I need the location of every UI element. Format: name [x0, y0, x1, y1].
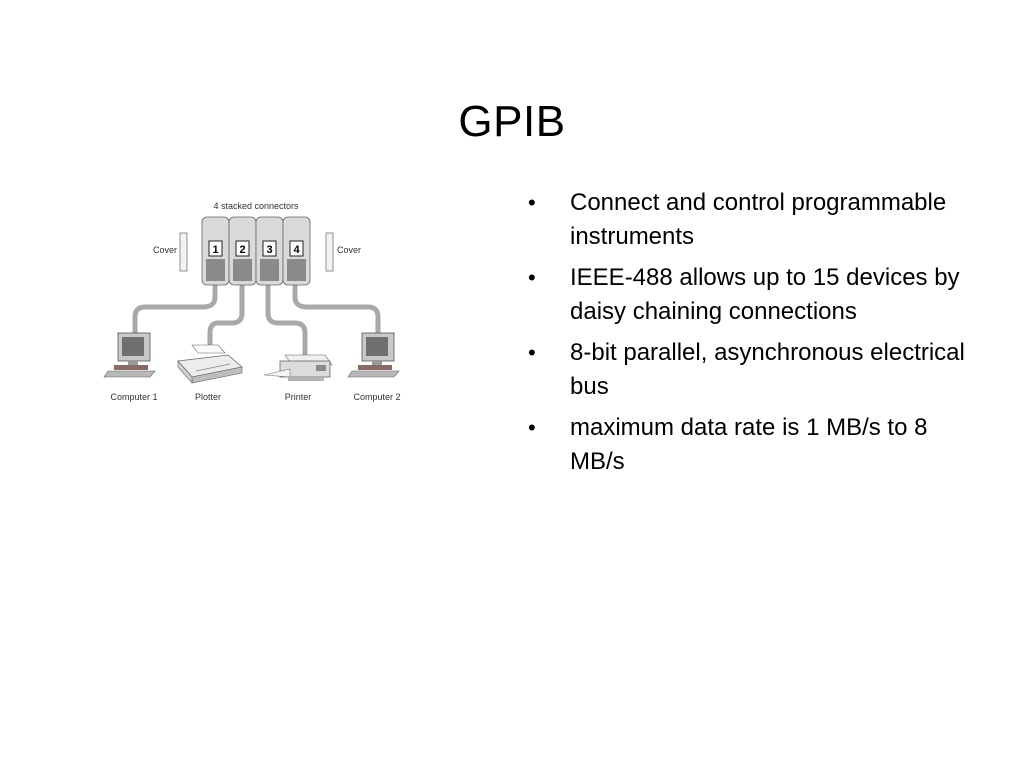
stacked-connectors-label: 4 stacked connectors	[213, 201, 299, 211]
bullet-icon: •	[528, 340, 536, 365]
bullet-item: • Connect and control programmable instru…	[528, 186, 988, 254]
device-label-plotter: Plotter	[195, 392, 221, 402]
bullet-icon: •	[528, 265, 536, 290]
device-label-computer-2: Computer 2	[353, 392, 400, 402]
slide-title: GPIB	[458, 97, 566, 147]
bullet-list: • Connect and control programmable instru…	[528, 186, 988, 486]
connector-number-1: 1	[212, 244, 218, 256]
plotter-icon	[177, 344, 243, 384]
printer-icon	[263, 354, 333, 381]
computer-1-icon	[103, 332, 156, 378]
bullet-item: • IEEE-488 allows up to 15 devices by dai…	[528, 261, 988, 329]
bullet-item: • maximum data rate is 1 MB/s to 8 MB/s	[528, 411, 988, 479]
cover-left-shape	[179, 232, 188, 272]
cable-2	[207, 280, 245, 350]
cable-4	[292, 280, 381, 338]
gpib-diagram-svg: 4 stacked connectors Cover Cover	[103, 201, 401, 402]
bullet-icon: •	[528, 190, 536, 215]
connector-number-2: 2	[239, 244, 245, 256]
cover-left-label: Cover	[153, 245, 177, 255]
bullet-icon: •	[528, 415, 536, 440]
gpib-diagram: 4 stacked connectors Cover Cover	[100, 195, 410, 410]
device-label-printer: Printer	[285, 392, 312, 402]
bullet-item: • 8-bit parallel, asynchronous electrical…	[528, 336, 988, 404]
connector-number-3: 3	[266, 244, 272, 256]
cable-3	[265, 280, 308, 358]
bullet-text: maximum data rate is 1 MB/s to 8 MB/s	[570, 414, 928, 475]
bullet-text: 8-bit parallel, asynchronous electrical …	[570, 339, 965, 400]
cables	[132, 280, 381, 358]
cover-right-label: Cover	[337, 245, 361, 255]
computer-2-icon	[347, 332, 400, 378]
bullet-text: IEEE-488 allows up to 15 devices by dais…	[570, 264, 960, 325]
device-label-computer-1: Computer 1	[110, 392, 157, 402]
cover-right-shape	[325, 232, 334, 272]
cable-1	[132, 280, 218, 338]
connector-stack	[201, 216, 311, 286]
bullet-text: Connect and control programmable instrum…	[570, 189, 947, 250]
connector-number-4: 4	[293, 244, 300, 256]
